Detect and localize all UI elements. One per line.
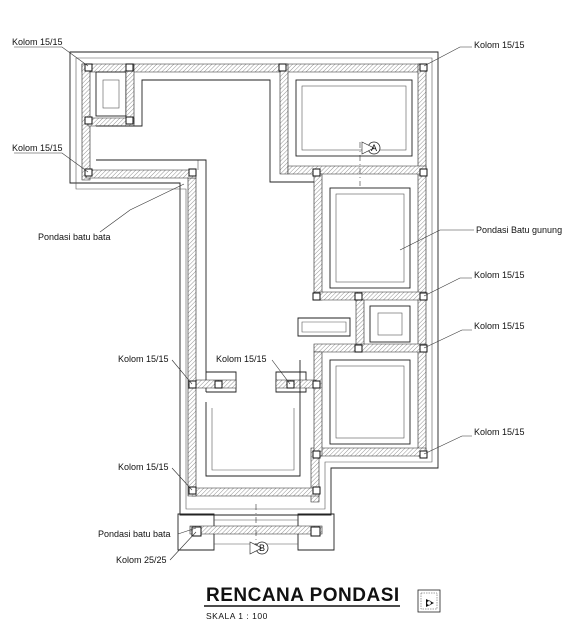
column: [125, 116, 134, 125]
annotation-labels: Kolom 15/15 Kolom 15/15 Kolom 15/15 Pond…: [12, 37, 562, 565]
label-kolom-mid-left: Kolom 15/15: [118, 354, 169, 364]
column: [354, 344, 363, 353]
column: [84, 63, 93, 72]
label-kolom-right-4: Kolom 15/15: [474, 427, 525, 437]
column: [286, 380, 295, 389]
label-kolom-top-right: Kolom 15/15: [474, 40, 525, 50]
north-arrow-icon: [417, 589, 441, 613]
label-kolom-top-left: Kolom 15/15: [12, 37, 63, 47]
column: [278, 63, 287, 72]
drawing-scale: SKALA 1 : 100: [206, 611, 268, 621]
column: [419, 168, 428, 177]
column: [84, 116, 93, 125]
label-kolom-mid-right: Kolom 15/15: [216, 354, 267, 364]
column-25: [191, 526, 202, 537]
column: [84, 168, 93, 177]
column: [188, 486, 197, 495]
column: [419, 344, 428, 353]
leader-lines: [14, 46, 474, 561]
column: [125, 63, 134, 72]
column: [354, 292, 363, 301]
drawing-title: RENCANA PONDASI: [206, 585, 400, 606]
column: [312, 168, 321, 177]
column-25: [310, 526, 321, 537]
label-pondasi-bata-bottom: Pondasi batu bata: [98, 529, 171, 539]
column: [188, 168, 197, 177]
section-mark-top-label: A: [371, 143, 377, 153]
section-mark-bottom-label: B: [259, 543, 265, 553]
column: [312, 486, 321, 495]
column: [419, 63, 428, 72]
section-mark-top: A: [359, 141, 381, 186]
label-kolom-right-2: Kolom 15/15: [474, 270, 525, 280]
section-mark-bottom: B: [249, 504, 269, 555]
column: [312, 380, 321, 389]
column: [419, 292, 428, 301]
label-kolom-bottom-left: Kolom 15/15: [118, 462, 169, 472]
label-kolom-25: Kolom 25/25: [116, 555, 167, 565]
column: [188, 380, 197, 389]
column: [312, 450, 321, 459]
column: [312, 292, 321, 301]
column: [214, 380, 223, 389]
label-kolom-right-3: Kolom 15/15: [474, 321, 525, 331]
label-kolom-left: Kolom 15/15: [12, 143, 63, 153]
label-pondasi-batu-gunung: Pondasi Batu gunung: [476, 225, 562, 235]
columns: [84, 63, 428, 537]
room-outlines: [85, 63, 427, 477]
label-pondasi-bata-top: Pondasi batu bata: [38, 232, 111, 242]
column: [419, 450, 428, 459]
title-block: RENCANA PONDASI SKALA 1 : 100: [204, 585, 441, 621]
